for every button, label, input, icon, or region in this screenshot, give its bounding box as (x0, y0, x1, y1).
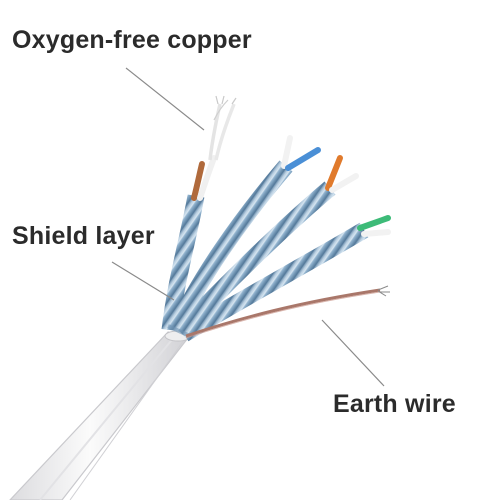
pair-3 (173, 155, 359, 338)
leader-lines (111, 67, 385, 387)
outer-jacket (9, 330, 192, 500)
earth-leader-line (321, 319, 385, 387)
earth-wire-label: Earth wire (333, 390, 456, 418)
earth-wire (185, 285, 390, 339)
shield-leader-line (111, 261, 175, 301)
copper-leader-line (125, 67, 205, 131)
oxygen-free-copper-label: Oxygen-free copper (12, 26, 252, 54)
pair-4 (179, 215, 391, 342)
pair-1 (161, 95, 237, 332)
shield-layer-label: Shield layer (12, 222, 155, 250)
pair-2 (168, 135, 321, 334)
shielded-pairs (161, 95, 391, 342)
